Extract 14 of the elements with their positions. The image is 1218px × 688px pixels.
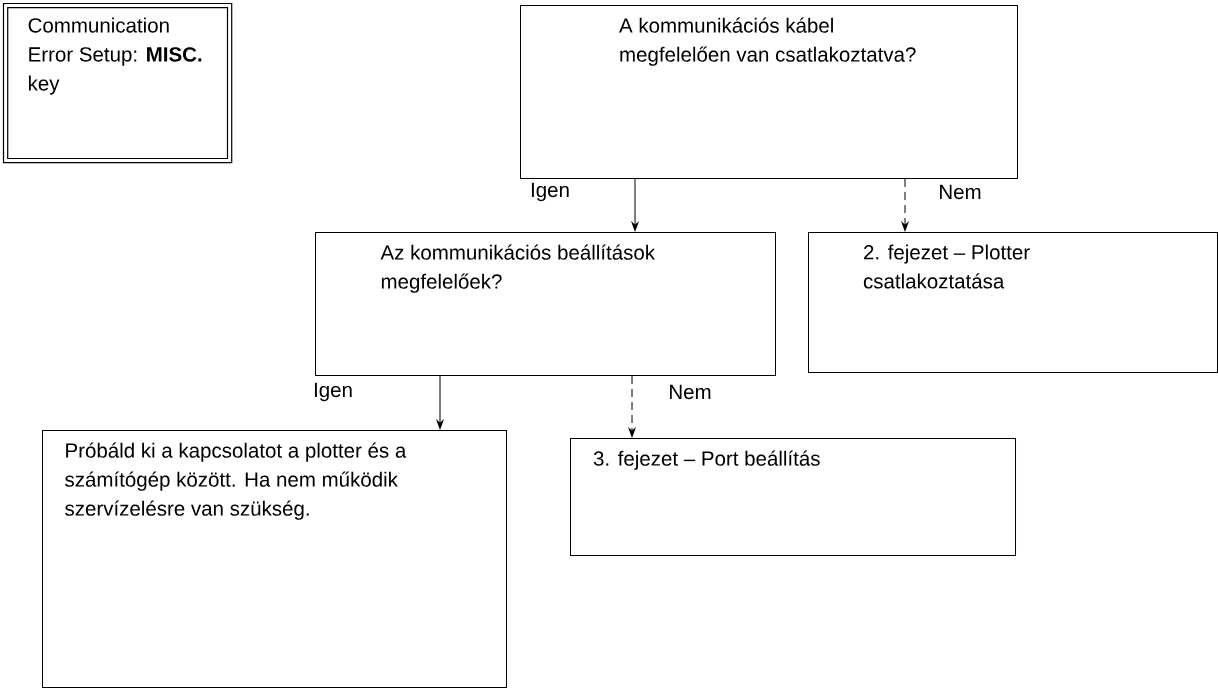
process-box: Próbáld ki a kapcsolatot a plotter és a számítógép között. Ha nem működik szervízelésre van szükség. — [42, 430, 507, 688]
process-box: Az kommunikációs beállítások megfelelőek? — [315, 232, 776, 376]
edge-label: Nem — [940, 184, 981, 200]
edge-label: Nem — [670, 384, 711, 400]
arrow — [628, 375, 636, 438]
process-box: 3. fejezet – Port beállítás — [570, 438, 1016, 556]
process-box: 2. fejezet – Plotter csatlakoztatása — [808, 232, 1218, 373]
process-box: A kommunikációs kábel megfelelően van csatlakoztatva? — [520, 5, 1018, 179]
arrow — [436, 375, 444, 430]
process-box: Communication Error Setup: MISC. key — [2, 2, 233, 164]
arrow — [901, 178, 909, 232]
edge-label: Igen — [314, 382, 352, 402]
edge-label: Igen — [531, 182, 569, 202]
arrow — [631, 178, 639, 232]
